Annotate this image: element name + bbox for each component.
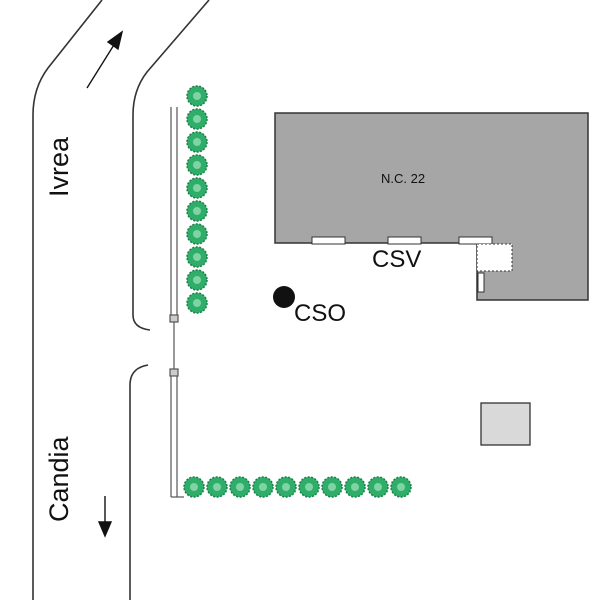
building-openings bbox=[311, 236, 513, 293]
tree-icon bbox=[367, 476, 389, 498]
building-nc22 bbox=[274, 112, 589, 301]
tree-icon bbox=[186, 200, 208, 222]
tree-icon bbox=[183, 476, 205, 498]
road-label-ivrea: Ivrea bbox=[44, 136, 74, 197]
road-label-candia: Candia bbox=[44, 436, 74, 522]
tree-icon bbox=[229, 476, 251, 498]
direction-arrows bbox=[86, 30, 124, 538]
tree-rows bbox=[183, 85, 412, 498]
tree-icon bbox=[206, 476, 228, 498]
road-outer-edge bbox=[32, 0, 103, 600]
building-label: N.C. 22 bbox=[381, 171, 426, 186]
tree-icon bbox=[186, 223, 208, 245]
tree-icon bbox=[186, 131, 208, 153]
csv-label: CSV bbox=[372, 246, 422, 273]
tree-icon bbox=[344, 476, 366, 498]
tree-icon bbox=[186, 108, 208, 130]
road-inner-edge-south bbox=[129, 364, 149, 600]
arrow-north-icon bbox=[86, 39, 118, 89]
tree-icon bbox=[186, 269, 208, 291]
cso-point-marker bbox=[273, 286, 295, 308]
road bbox=[32, 0, 210, 600]
small-block bbox=[480, 402, 531, 446]
road-inner-edge-north bbox=[132, 0, 210, 331]
tree-icon bbox=[186, 177, 208, 199]
fence bbox=[169, 107, 184, 498]
tree-icon bbox=[321, 476, 343, 498]
tree-icon bbox=[390, 476, 412, 498]
cso-label: CSO bbox=[294, 300, 347, 327]
tree-icon bbox=[186, 292, 208, 314]
tree-icon bbox=[186, 85, 208, 107]
tree-icon bbox=[186, 154, 208, 176]
tree-icon bbox=[186, 246, 208, 268]
tree-icon bbox=[275, 476, 297, 498]
tree-icon bbox=[252, 476, 274, 498]
tree-icon bbox=[298, 476, 320, 498]
